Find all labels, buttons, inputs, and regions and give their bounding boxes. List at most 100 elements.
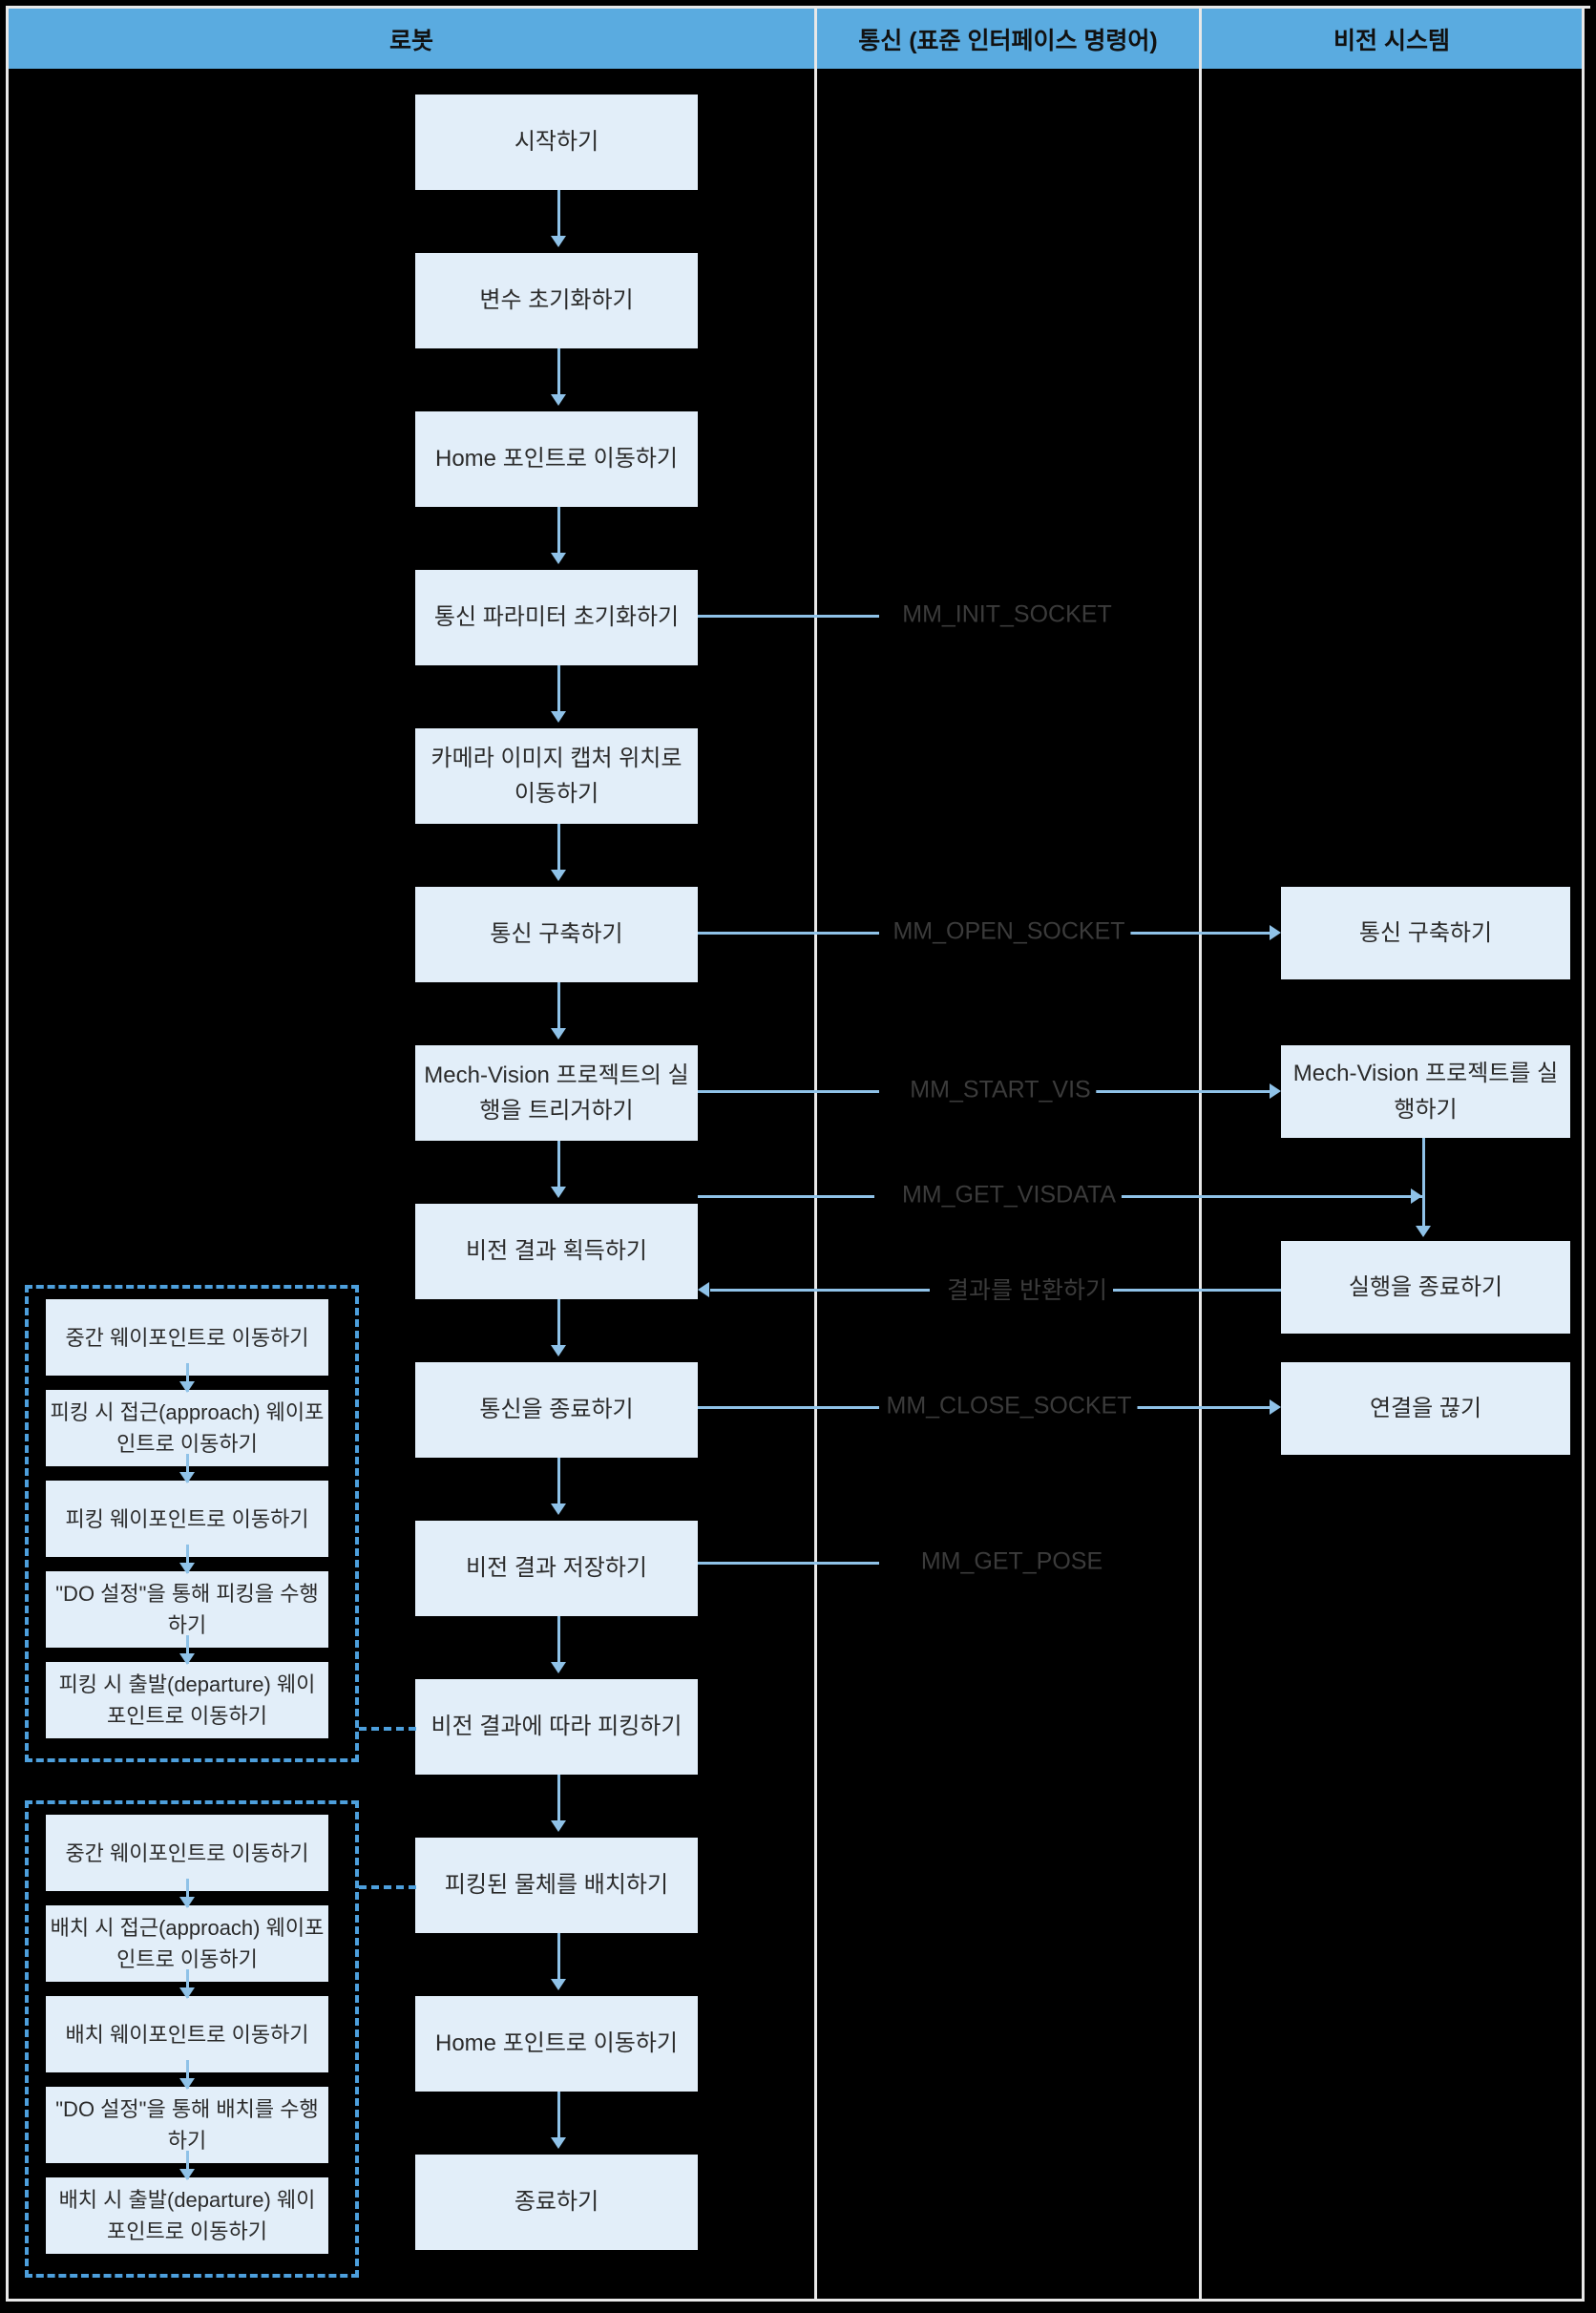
- arrowhead-saveresult: [551, 1503, 566, 1515]
- node-init-variables[interactable]: 변수 초기화하기: [415, 253, 698, 348]
- frame-left: [6, 6, 9, 2302]
- node-end[interactable]: 종료하기: [415, 2155, 698, 2250]
- node-place-do-signal-label: "DO 설정"을 통해 배치를 수행하기: [55, 2097, 319, 2153]
- node-move-capture-position[interactable]: 카메라 이미지 캡처 위치로 이동하기: [415, 728, 698, 824]
- lane-header-vision: 비전 시스템: [1202, 9, 1582, 69]
- cmd-label-get-pose: MM_GET_POSE: [914, 1547, 1109, 1576]
- connector-start-vis-right: [1036, 1090, 1270, 1093]
- node-get-vision-result[interactable]: 비전 결과 획득하기: [415, 1204, 698, 1299]
- connector-vision-run-to-stop: [1422, 1138, 1425, 1230]
- node-vision-open-communication-label: 통신 구축하기: [1358, 919, 1493, 946]
- node-place-approach-waypoint-label: 배치 시 접근(approach) 웨이포인트로 이동하기: [50, 1916, 325, 1971]
- connector-get-pose: [698, 1562, 879, 1565]
- node-move-home-1[interactable]: Home 포인트로 이동하기: [415, 411, 698, 507]
- node-init-comm-params-label: 통신 파라미터 초기화하기: [433, 604, 680, 631]
- cmd-label-return-result: 결과를 반환하기: [941, 1272, 1113, 1306]
- node-pick-approach-waypoint[interactable]: 피킹 시 접근(approach) 웨이포인트로 이동하기: [46, 1390, 328, 1466]
- node-pick-waypoint-label: 피킹 웨이포인트로 이동하기: [65, 1506, 309, 1531]
- node-vision-run-project[interactable]: Mech-Vision 프로젝트를 실행하기: [1281, 1045, 1570, 1138]
- connector-pickgroup-4: [186, 1635, 189, 1664]
- node-move-capture-position-label: 카메라 이미지 캡처 위치로 이동하기: [430, 745, 682, 807]
- node-pick-waypoint[interactable]: 피킹 웨이포인트로 이동하기: [46, 1481, 328, 1557]
- node-place-move-mid-waypoint[interactable]: 중간 웨이포인트로 이동하기: [46, 1815, 328, 1891]
- connector-pickgroup-1: [186, 1363, 189, 1392]
- arrowhead-pickgroup-1: [179, 1381, 195, 1393]
- node-pick-departure-waypoint[interactable]: 피킹 시 출발(departure) 웨이포인트로 이동하기: [46, 1662, 328, 1738]
- cmd-label-close-socket: MM_CLOSE_SOCKET: [880, 1392, 1138, 1420]
- connector-get-visdata-right: [1055, 1195, 1422, 1198]
- node-pick-do-signal[interactable]: "DO 설정"을 통해 피킹을 수행하기: [46, 1571, 328, 1648]
- node-close-communication-label: 통신을 종료하기: [479, 1397, 634, 1423]
- node-close-communication[interactable]: 통신을 종료하기: [415, 1362, 698, 1458]
- node-vision-stop-run[interactable]: 실행을 종료하기: [1281, 1241, 1570, 1334]
- arrowhead-pickgroup-4: [179, 1653, 195, 1665]
- lane-divider-comm-vision: [1199, 9, 1202, 2299]
- connector-initcomm-to-capture: [557, 665, 560, 719]
- connector-close-socket-right: [1050, 1406, 1270, 1409]
- arrowhead-vision-run-project: [1270, 1083, 1281, 1099]
- node-place-waypoint-label: 배치 웨이포인트로 이동하기: [65, 2022, 309, 2047]
- connector-pickgroup-3: [186, 1545, 189, 1573]
- lane-header-communication: 통신 (표준 인터페이스 명령어): [817, 9, 1199, 69]
- connector-placegroup-1: [186, 1879, 189, 1907]
- connector-close-socket-left: [698, 1406, 879, 1409]
- connector-open-socket-right: [1050, 932, 1270, 935]
- connector-pick-to-place: [557, 1775, 560, 1828]
- place-group-connector: [359, 1885, 416, 1889]
- node-pick-move-mid-waypoint[interactable]: 중간 웨이포인트로 이동하기: [46, 1299, 328, 1376]
- node-place-label: 피킹된 물체를 배치하기: [444, 1872, 669, 1899]
- node-start[interactable]: 시작하기: [415, 95, 698, 190]
- node-save-vision-result-label: 비전 결과 저장하기: [466, 1555, 647, 1582]
- node-get-vision-result-label: 비전 결과 획득하기: [466, 1238, 647, 1265]
- node-place-departure-waypoint-label: 배치 시 출발(departure) 웨이포인트로 이동하기: [58, 2188, 316, 2243]
- cmd-label-start-vis: MM_START_VIS: [904, 1076, 1097, 1104]
- arrowhead-pick: [551, 1662, 566, 1673]
- node-start-label: 시작하기: [514, 129, 599, 156]
- connector-saveresult-to-pick: [557, 1616, 560, 1670]
- node-open-communication[interactable]: 통신 구축하기: [415, 887, 698, 982]
- place-subroutine-group: [25, 1800, 359, 2278]
- arrowhead-place: [551, 1820, 566, 1832]
- node-place-do-signal[interactable]: "DO 설정"을 통해 배치를 수행하기: [46, 2087, 328, 2163]
- node-move-home-2[interactable]: Home 포인트로 이동하기: [415, 1996, 698, 2092]
- connector-placegroup-4: [186, 2151, 189, 2179]
- node-place-departure-waypoint[interactable]: 배치 시 출발(departure) 웨이포인트로 이동하기: [46, 2177, 328, 2254]
- connector-return-result-right: [1050, 1289, 1281, 1292]
- connector-placegroup-3: [186, 2060, 189, 2089]
- connector-get-visdata-left: [698, 1195, 874, 1198]
- connector-home2-to-end: [557, 2092, 560, 2145]
- connector-trigger-to-getresult: [557, 1141, 560, 1194]
- arrowhead-placegroup-2: [179, 1987, 195, 1999]
- node-vision-disconnect[interactable]: 연결을 끊기: [1281, 1362, 1570, 1455]
- arrowhead-pickgroup-3: [179, 1563, 195, 1574]
- node-vision-open-communication[interactable]: 통신 구축하기: [1281, 887, 1570, 979]
- connector-return-result-left: [710, 1289, 930, 1292]
- arrowhead-vision-open-comm: [1270, 925, 1281, 940]
- node-place-waypoint[interactable]: 배치 웨이포인트로 이동하기: [46, 1996, 328, 2072]
- node-pick-label: 비전 결과에 따라 피킹하기: [430, 1714, 682, 1740]
- connector-start-to-initvar: [557, 190, 560, 243]
- node-pick[interactable]: 비전 결과에 따라 피킹하기: [415, 1679, 698, 1775]
- lane-label-vision: 비전 시스템: [1334, 27, 1450, 54]
- arrowhead-initcomm: [551, 553, 566, 564]
- node-pick-move-mid-waypoint-label: 중간 웨이포인트로 이동하기: [65, 1325, 309, 1350]
- arrowhead-get-visdata: [1411, 1188, 1422, 1204]
- connector-initvar-to-home1: [557, 348, 560, 402]
- node-pick-do-signal-label: "DO 설정"을 통해 피킹을 수행하기: [55, 1582, 319, 1637]
- arrowhead-closecomm: [551, 1345, 566, 1356]
- node-move-home-1-label: Home 포인트로 이동하기: [435, 446, 678, 473]
- arrowhead-end: [551, 2137, 566, 2149]
- arrowhead-home2: [551, 1979, 566, 1990]
- pick-group-connector: [359, 1727, 416, 1731]
- node-vision-disconnect-label: 연결을 끊기: [1369, 1395, 1482, 1421]
- arrowhead-pickgroup-2: [179, 1472, 195, 1483]
- node-trigger-vision-project[interactable]: Mech-Vision 프로젝트의 실행을 트리거하기: [415, 1045, 698, 1141]
- node-vision-stop-run-label: 실행을 종료하기: [1348, 1273, 1503, 1300]
- arrowhead-robot-return-result: [698, 1282, 709, 1297]
- node-save-vision-result[interactable]: 비전 결과 저장하기: [415, 1521, 698, 1616]
- node-end-label: 종료하기: [514, 2189, 599, 2216]
- node-place-approach-waypoint[interactable]: 배치 시 접근(approach) 웨이포인트로 이동하기: [46, 1905, 328, 1982]
- arrowhead-placegroup-3: [179, 2078, 195, 2090]
- node-init-comm-params[interactable]: 통신 파라미터 초기화하기: [415, 570, 698, 665]
- node-place[interactable]: 피킹된 물체를 배치하기: [415, 1838, 698, 1933]
